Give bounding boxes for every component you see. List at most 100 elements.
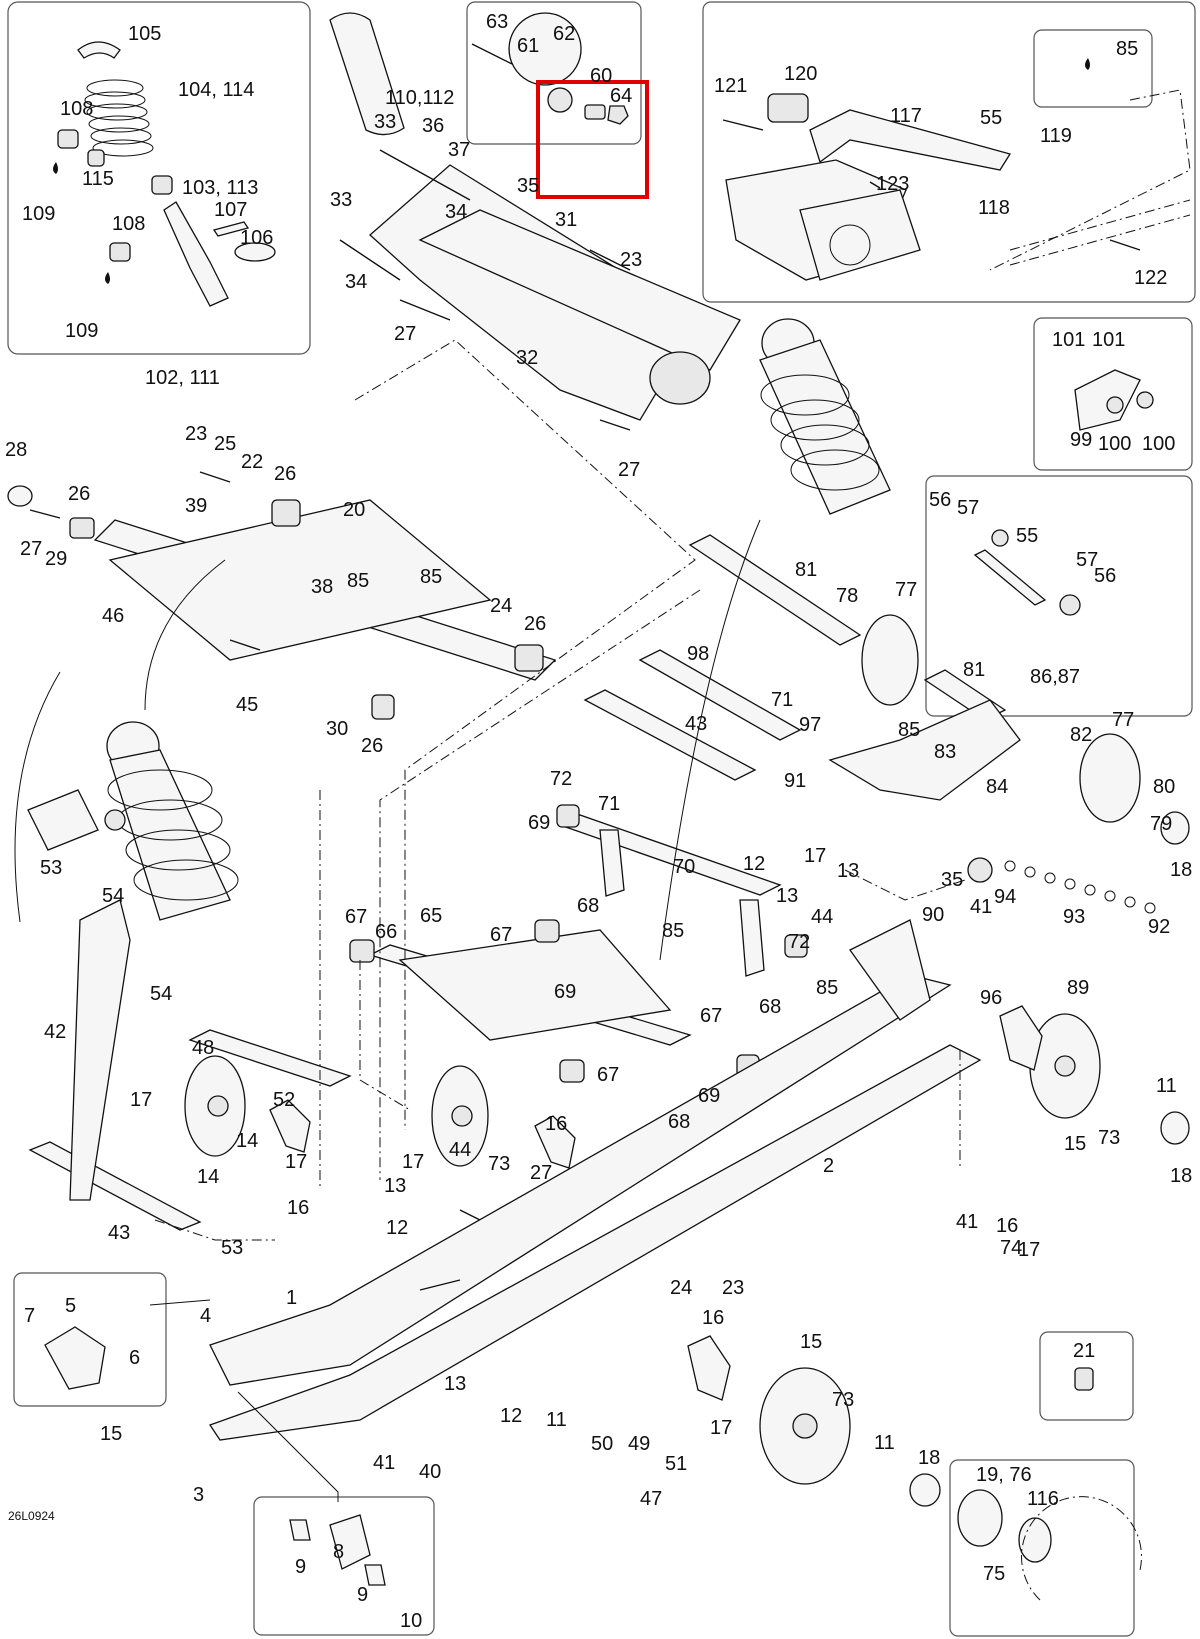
callout-label: 100 (1142, 433, 1175, 455)
callout-label: 109 (22, 203, 55, 225)
callout-label: 100 (1098, 433, 1131, 455)
callout-label: 7 (24, 1305, 35, 1327)
callout-label: 33 (330, 189, 352, 211)
callout-label: 53 (40, 857, 62, 879)
highlight-box (536, 80, 649, 199)
callout-label: 5 (65, 1295, 76, 1317)
callout-label: 15 (100, 1423, 122, 1445)
callout-label: 56 (929, 489, 951, 511)
callout-label: 69 (528, 812, 550, 834)
front-arm (7, 471, 557, 720)
callout-label: 67 (490, 924, 512, 946)
callout-label: 27 (618, 459, 640, 481)
callout-label: 24 (490, 595, 512, 617)
wheels-and-idlers (28, 899, 1190, 1507)
callout-label: 26 (68, 483, 90, 505)
callout-label: 13 (444, 1373, 466, 1395)
callout-label: 78 (836, 585, 858, 607)
callout-label: 46 (102, 605, 124, 627)
callout-label: 72 (550, 768, 572, 790)
callout-label: 74 (1000, 1237, 1022, 1259)
callout-label: 70 (673, 856, 695, 878)
callout-label: 62 (553, 23, 575, 45)
rear-shock (759, 318, 891, 515)
callout-label: 81 (795, 559, 817, 581)
callout-label: 101 (1052, 329, 1085, 351)
leader-paths (14, 339, 966, 1502)
callout-label: 73 (1098, 1127, 1120, 1149)
callout-label: 20 (343, 499, 365, 521)
callout-label: 27 (20, 538, 42, 560)
callout-label: 52 (273, 1089, 295, 1111)
callout-label: 122 (1134, 267, 1167, 289)
callout-label: 49 (628, 1433, 650, 1455)
callout-label: 75 (983, 1563, 1005, 1585)
callout-label: 13 (837, 860, 859, 882)
callout-label: 63 (486, 11, 508, 33)
callout-label: 31 (555, 209, 577, 231)
upper-bracket-parts (329, 12, 741, 431)
callout-label: 34 (345, 271, 367, 293)
callout-label: 85 (347, 570, 369, 592)
small-insets-parts (44, 1326, 1142, 1601)
callout-label: 116 (1027, 1488, 1059, 1510)
callout-label: 93 (1063, 906, 1085, 928)
callout-label: 21 (1073, 1340, 1095, 1362)
callout-label: 54 (102, 885, 124, 907)
callout-label: 73 (488, 1153, 510, 1175)
callout-label: 13 (384, 1175, 406, 1197)
callout-label: 10 (400, 1610, 422, 1632)
callout-label: 16 (545, 1113, 567, 1135)
callout-label: 15 (800, 1331, 822, 1353)
inset-grease-point (1033, 29, 1153, 108)
shock-kit-parts (53, 41, 276, 307)
callout-label: 35 (517, 175, 539, 197)
callout-label: 81 (963, 659, 985, 681)
callout-label: 12 (386, 1217, 408, 1239)
callout-label: 85 (1116, 38, 1138, 60)
callout-label: 67 (345, 906, 367, 928)
callout-label: 23 (722, 1277, 744, 1299)
callout-label: 85 (420, 566, 442, 588)
callout-label: 54 (150, 983, 172, 1005)
callout-label: 72 (788, 931, 810, 953)
callout-label: 39 (185, 495, 207, 517)
callout-label: 34 (445, 201, 467, 223)
callout-label: 115 (82, 168, 114, 190)
callout-label: 85 (898, 719, 920, 741)
callout-label: 38 (311, 576, 333, 598)
callout-label: 42 (44, 1021, 66, 1043)
callout-label: 82 (1070, 724, 1092, 746)
callout-label: 110,112 (385, 87, 454, 109)
callout-label: 94 (994, 886, 1016, 908)
callout-label: 28 (5, 439, 27, 461)
callout-label: 17 (402, 1151, 424, 1173)
callout-label: 80 (1153, 776, 1175, 798)
callout-label: 22 (241, 451, 263, 473)
callout-label: 68 (759, 996, 781, 1018)
callout-label: 69 (554, 981, 576, 1003)
callout-label: 17 (804, 845, 826, 867)
callout-label: 77 (895, 579, 917, 601)
callout-label: 57 (1076, 549, 1098, 571)
callout-label: 67 (700, 1005, 722, 1027)
callout-label: 18 (1170, 859, 1192, 881)
callout-label: 15 (1064, 1133, 1086, 1155)
callout-label: 69 (698, 1085, 720, 1107)
callout-label: 50 (591, 1433, 613, 1455)
callout-label: 48 (192, 1037, 214, 1059)
callout-label: 43 (685, 713, 707, 735)
callout-label: 73 (832, 1389, 854, 1411)
callout-label: 66 (375, 921, 397, 943)
callout-label: 44 (811, 906, 833, 928)
callout-label: 83 (934, 741, 956, 763)
drawing-code: 26L0924 (8, 1509, 55, 1523)
callout-label: 90 (922, 904, 944, 926)
callout-label: 17 (710, 1417, 732, 1439)
callout-label: 85 (662, 920, 684, 942)
callout-label: 71 (771, 689, 793, 711)
callout-label: 27 (394, 323, 416, 345)
callout-label: 35 (941, 869, 963, 891)
